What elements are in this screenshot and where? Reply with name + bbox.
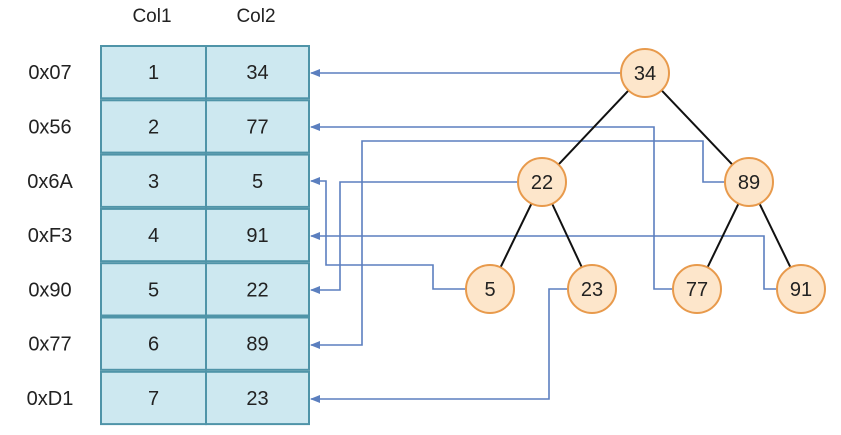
pointer-arrow-5 — [310, 177, 466, 290]
tree-node: 89 — [724, 157, 774, 207]
tree-nodes: 34 22 89 5 23 77 91 — [465, 48, 826, 314]
tree-node-circle — [672, 264, 722, 314]
table-row: 0x6A 3 5 — [27, 153, 310, 208]
col1-value: 2 — [148, 116, 159, 138]
tree-node: 91 — [776, 264, 826, 314]
row-address: 0x6A — [27, 171, 73, 193]
col2-cell — [205, 262, 310, 317]
col2-value: 77 — [246, 116, 268, 138]
table-row: 0x77 6 89 — [28, 316, 310, 371]
tree-node-circle — [776, 264, 826, 314]
col2-cell — [205, 207, 310, 263]
tree-node: 5 — [465, 264, 515, 314]
pointer-lines — [310, 69, 777, 403]
col2-value: 23 — [246, 388, 268, 410]
tree-edge — [557, 89, 630, 166]
row-address: 0x77 — [28, 334, 71, 356]
col2-cell — [205, 45, 310, 100]
tree-node-circle — [517, 157, 567, 207]
tree-node-label: 34 — [634, 63, 656, 85]
tree-node-circle — [465, 264, 515, 314]
col1-value: 3 — [148, 171, 159, 193]
tree-edge — [758, 203, 792, 268]
tree-node-label: 77 — [686, 279, 708, 301]
table-row: 0xD1 7 23 — [27, 370, 310, 426]
tree-edge — [551, 203, 583, 268]
tree-edges — [499, 89, 792, 268]
col1-cell — [100, 316, 207, 371]
tree-node-label: 22 — [531, 172, 553, 194]
table-row: 0x90 5 22 — [28, 262, 310, 317]
col1-value: 6 — [148, 334, 159, 356]
tree-node: 23 — [567, 264, 617, 314]
column-header-col2: Col2 — [236, 6, 275, 27]
col2-value: 91 — [246, 225, 268, 247]
tree-node: 77 — [672, 264, 722, 314]
col2-cell — [205, 370, 310, 426]
table-headers: Col1 Col2 — [132, 6, 275, 27]
col1-cell — [100, 45, 207, 100]
tree-node-circle — [620, 48, 670, 98]
tree-node-circle — [724, 157, 774, 207]
col1-value: 1 — [148, 62, 159, 84]
col2-value: 22 — [246, 279, 268, 301]
table-row: 0x07 1 34 — [28, 45, 310, 100]
tree-node-circle — [567, 264, 617, 314]
row-address: 0xF3 — [28, 225, 72, 247]
tree-node-label: 91 — [790, 279, 812, 301]
tree-edge — [660, 89, 734, 166]
pointer-arrow-77 — [310, 123, 673, 290]
col1-value: 4 — [148, 225, 159, 247]
pointer-arrow-89 — [310, 140, 725, 349]
col1-cell — [100, 99, 207, 154]
table-row: 0x56 2 77 — [28, 99, 310, 154]
tree-node: 34 — [620, 48, 670, 98]
col2-value: 89 — [246, 334, 268, 356]
row-address: 0x07 — [28, 62, 71, 84]
col1-value: 5 — [148, 279, 159, 301]
tree-edge — [706, 203, 740, 268]
row-address: 0xD1 — [27, 388, 74, 410]
row-address: 0x90 — [28, 279, 71, 301]
tree-node-label: 23 — [581, 279, 603, 301]
col2-value: 34 — [246, 62, 268, 84]
tree-node-label: 89 — [738, 172, 760, 194]
col2-cell — [205, 99, 310, 154]
col1-value: 7 — [148, 388, 159, 410]
data-table: 0x07 1 34 0x56 2 77 0x6A 3 5 0xF3 4 91 0x90 5 22 0x77 6 8… — [27, 45, 310, 426]
col2-cell — [205, 153, 310, 208]
tree-edge — [499, 203, 533, 268]
table-row: 0xF3 4 91 — [28, 207, 310, 263]
pointer-arrow-91 — [310, 232, 777, 290]
col1-cell — [100, 370, 207, 426]
col2-cell — [205, 316, 310, 371]
tree-node: 22 — [517, 157, 567, 207]
column-header-col1: Col1 — [132, 6, 171, 27]
pointer-arrow-23 — [310, 288, 568, 403]
col2-value: 5 — [252, 171, 263, 193]
row-address: 0x56 — [28, 116, 71, 138]
tree-node-label: 5 — [484, 279, 495, 301]
